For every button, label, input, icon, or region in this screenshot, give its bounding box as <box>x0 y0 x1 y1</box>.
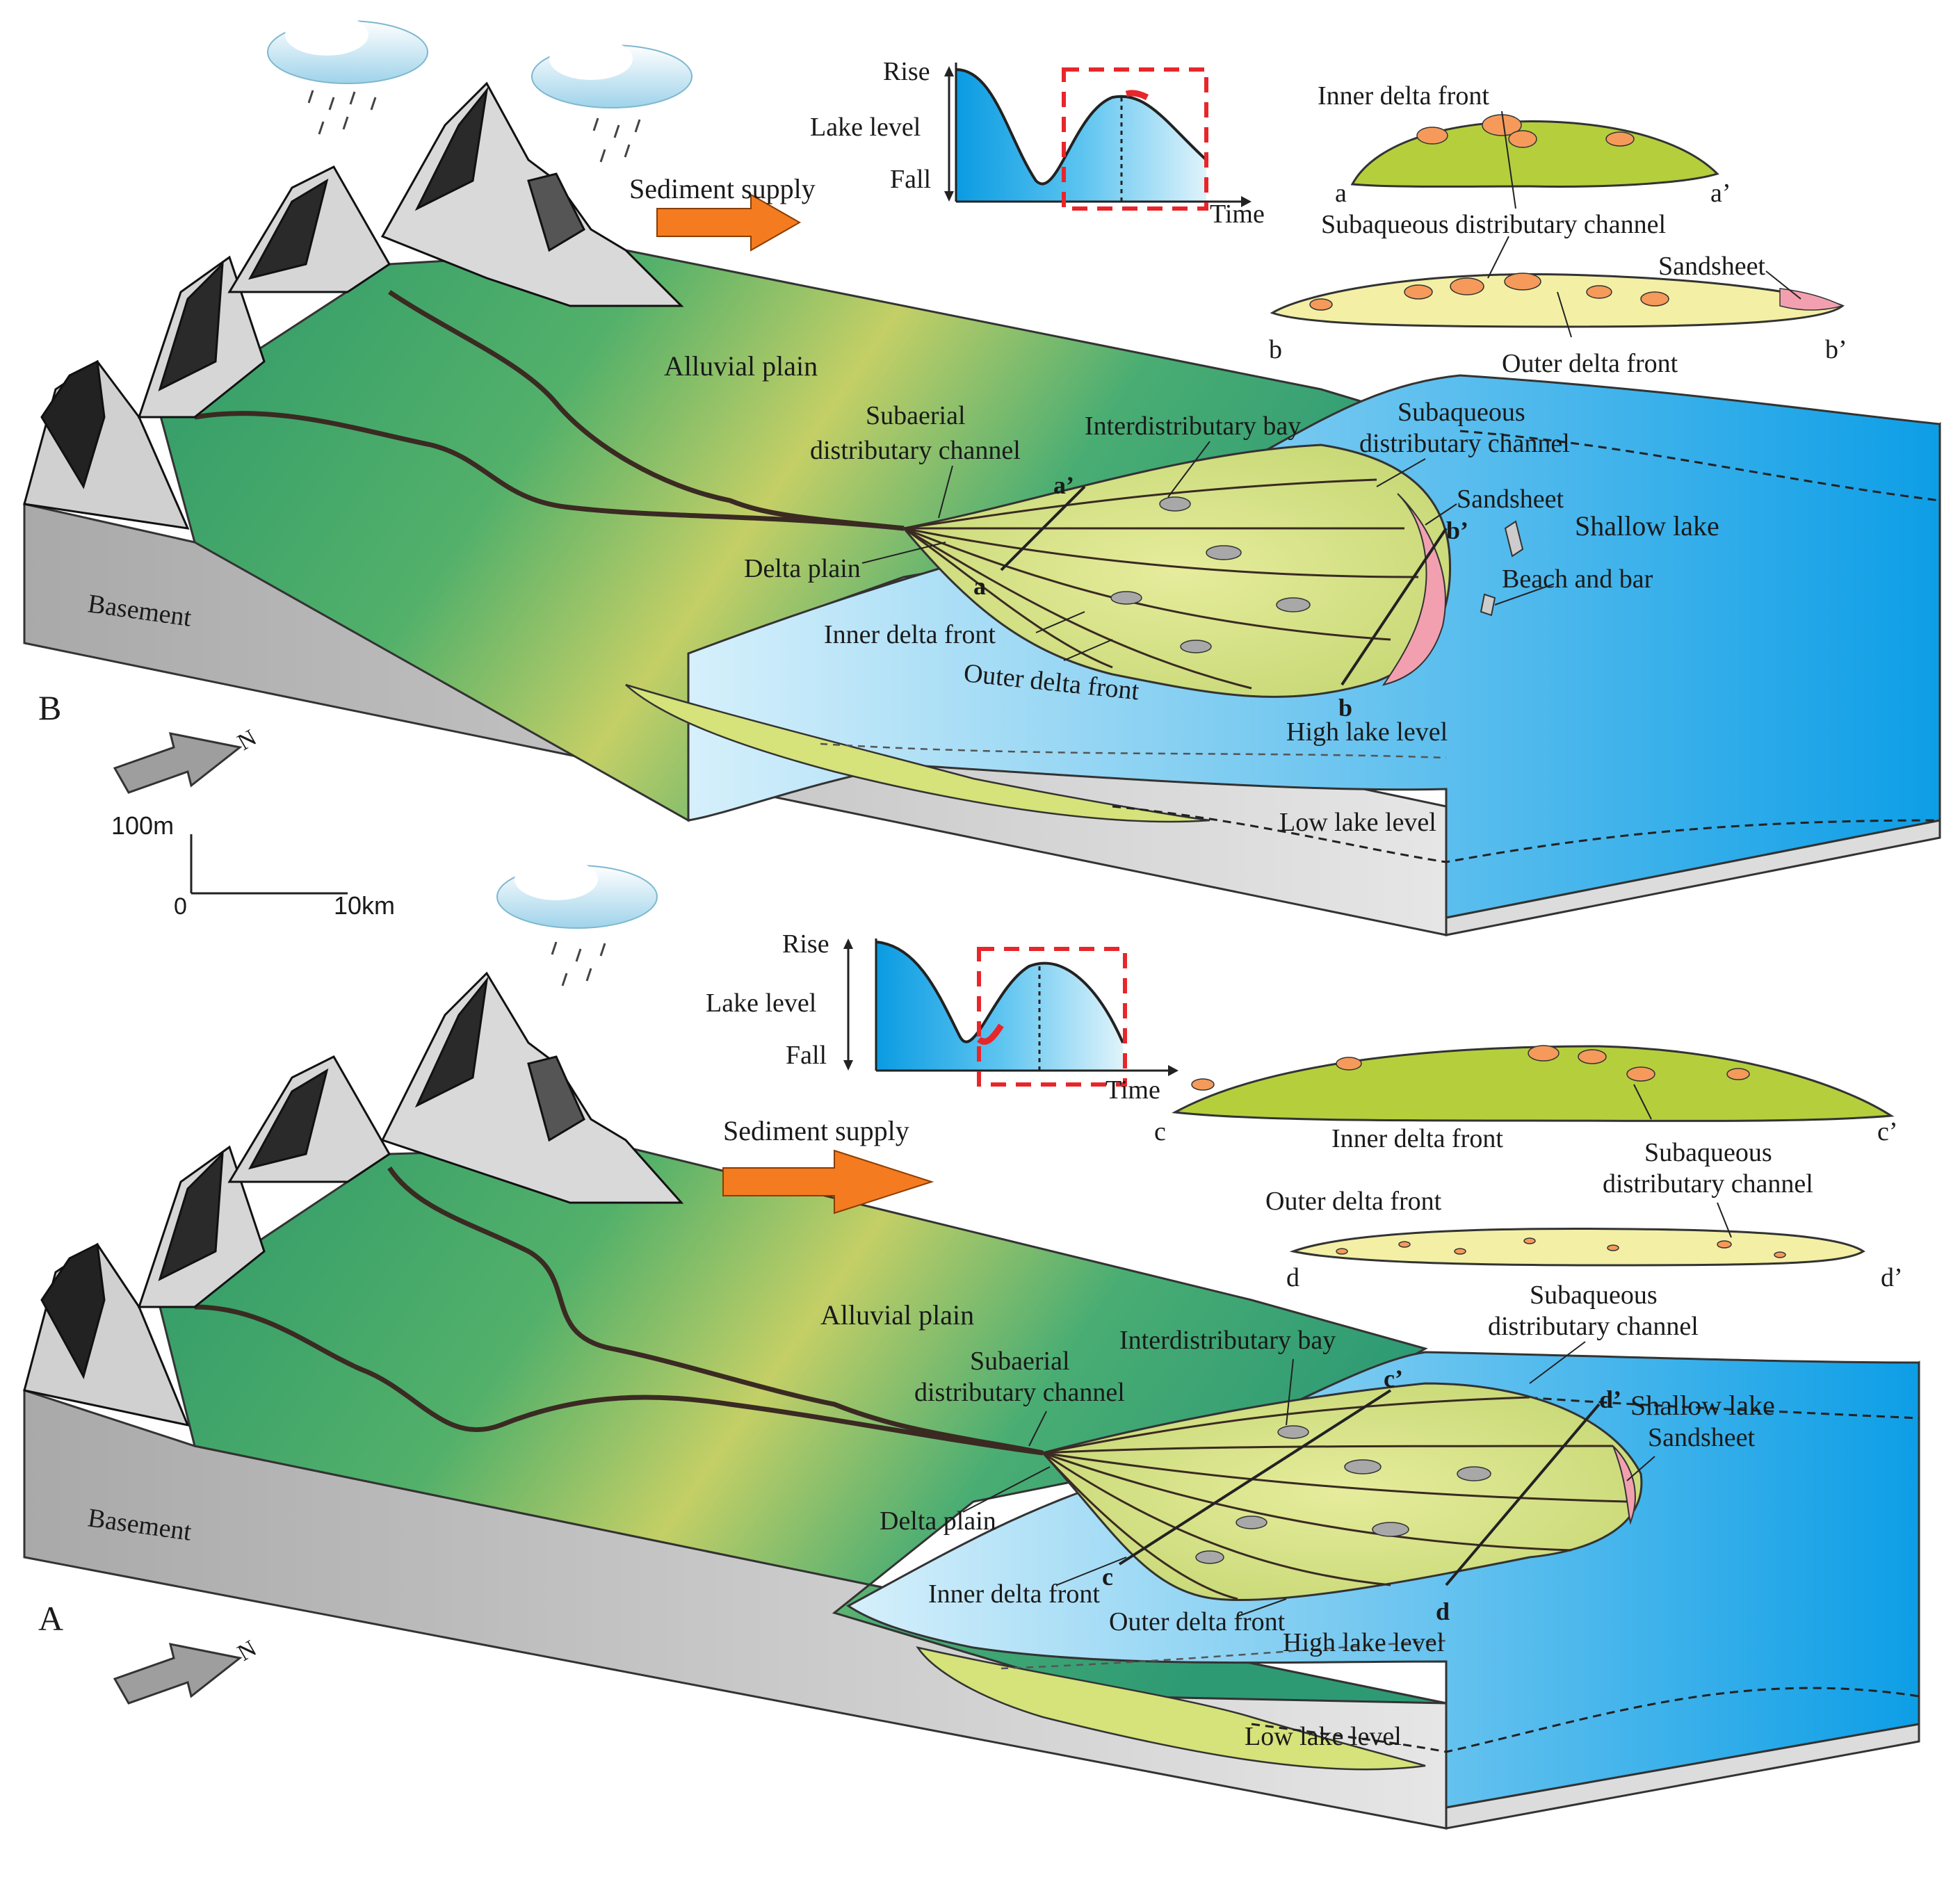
label-b-inner-delta-front: Inner delta front <box>824 620 996 649</box>
north-arrow-icon-a: N <box>113 1636 261 1705</box>
section-cc-channel-2: distributary channel <box>1603 1169 1813 1198</box>
section-aa-channel: Subaqueous distributary channel <box>1321 210 1666 239</box>
section-dd-outer: Outer delta front <box>1265 1187 1442 1216</box>
label-b-sandsheet: Sandsheet <box>1457 485 1564 514</box>
label-b-subaqueous-2: distributary channel <box>1359 429 1570 458</box>
label-b-point-b-prime: b’ <box>1446 517 1468 544</box>
section-dd-right: d’ <box>1881 1263 1903 1292</box>
section-cc-inner: Inner delta front <box>1331 1124 1503 1153</box>
sandsheet-rim-a <box>1612 1445 1636 1525</box>
scale-vertical-label: 100m <box>111 811 174 840</box>
label-a-interdistributary-bay: Interdistributary bay <box>1119 1326 1336 1355</box>
label-a-point-d: d <box>1436 1598 1450 1625</box>
section-cc-right: c’ <box>1877 1117 1898 1146</box>
curve-a-rise: Rise <box>782 929 829 959</box>
section-cc-channels <box>1191 1045 1750 1091</box>
section-cc-left: c <box>1154 1117 1166 1146</box>
interdistributary-bays-a <box>1195 1425 1491 1564</box>
section-dd-channels <box>1336 1237 1786 1258</box>
scale-bar: 100m 0 10km <box>111 811 395 920</box>
label-a-shallow-lake: Shallow lake <box>1630 1390 1775 1421</box>
section-bb-channels <box>1309 273 1669 311</box>
label-b-high-lake-level: High lake level <box>1286 717 1448 747</box>
channel-a-1 <box>387 1167 1044 1456</box>
distributary-network-a <box>1042 1396 1628 1600</box>
section-bb-left: b <box>1269 335 1282 364</box>
curve-b-time: Time <box>1210 200 1265 229</box>
channel-b-1 <box>388 290 905 531</box>
north-arrow-icon-b: N <box>113 725 261 794</box>
panel-b: B Rise Lake level Fall Time Sediment sup… <box>23 14 1941 936</box>
label-b-point-a-prime: a’ <box>1053 471 1074 499</box>
lake-level-curve-b <box>944 63 1252 211</box>
section-cc-channel-1: Subaqueous <box>1644 1138 1772 1167</box>
interdistributary-bays-b <box>1110 496 1311 653</box>
label-a-subaqueous-1: Subaqueous <box>1530 1281 1658 1310</box>
section-dd <box>1289 1227 1865 1267</box>
curve-a-lake-level: Lake level <box>706 989 816 1018</box>
section-aa-right: a’ <box>1710 179 1731 208</box>
label-b-interdistributary-bay: Interdistributary bay <box>1085 412 1301 441</box>
mountains-a <box>23 971 684 1427</box>
scale-origin-label: 0 <box>174 893 187 920</box>
panel-letter-b: B <box>38 688 61 727</box>
curve-b-fall: Fall <box>890 165 931 194</box>
sediment-supply-label-a: Sediment supply <box>723 1115 909 1146</box>
label-b-delta-plain: Delta plain <box>744 554 861 583</box>
section-aa-title: Inner delta front <box>1318 81 1489 111</box>
section-bb-right: b’ <box>1825 335 1847 364</box>
channel-b-2 <box>194 411 905 531</box>
label-a-subaerial-1: Subaerial <box>970 1347 1070 1376</box>
label-a-inner-delta-front: Inner delta front <box>928 1579 1100 1609</box>
label-b-subaqueous-1: Subaqueous <box>1398 398 1525 427</box>
label-b-low-lake-level: Low lake level <box>1279 808 1436 837</box>
svg-text:N: N <box>234 725 261 756</box>
curve-a-time: Time <box>1105 1075 1160 1105</box>
cloud-icon-a <box>496 859 658 986</box>
label-b-shallow-lake: Shallow lake <box>1575 510 1719 542</box>
label-a-point-c-prime: c’ <box>1384 1365 1403 1392</box>
label-a-point-d-prime: d’ <box>1599 1386 1621 1413</box>
panel-letter-a: A <box>38 1599 63 1638</box>
curve-b-rise: Rise <box>883 57 930 86</box>
label-b-beach-bar: Beach and bar <box>1502 564 1653 594</box>
label-b-point-a: a <box>973 572 986 600</box>
label-a-point-c: c <box>1102 1563 1113 1591</box>
label-a-delta-plain: Delta plain <box>880 1506 996 1536</box>
curve-a-fall: Fall <box>786 1041 827 1070</box>
label-b-alluvial-plain: Alluvial plain <box>664 350 818 382</box>
panel-a: A Rise Lake level Fall Time Sediment sup… <box>23 859 1920 1830</box>
label-a-low-lake-level: Low lake level <box>1245 1722 1402 1751</box>
label-a-alluvial-plain: Alluvial plain <box>820 1299 974 1331</box>
label-b-point-b: b <box>1338 694 1352 722</box>
section-bb-outer: Outer delta front <box>1502 349 1678 378</box>
lowstand-lobes-a <box>916 1646 1426 1771</box>
label-a-subaerial-2: distributary channel <box>914 1378 1125 1407</box>
section-aa <box>1350 120 1719 188</box>
curve-b-lake-level: Lake level <box>810 113 921 142</box>
label-b-subaerial-2: distributary channel <box>810 436 1021 465</box>
label-b-subaerial-1: Subaerial <box>866 401 966 430</box>
mountains-b <box>23 81 684 530</box>
label-a-subaqueous-2: distributary channel <box>1488 1312 1699 1341</box>
section-dd-left: d <box>1286 1263 1299 1292</box>
section-bb <box>1270 273 1845 328</box>
cloud-icon-b-1 <box>267 14 428 135</box>
label-a-outer-delta-front: Outer delta front <box>1109 1607 1286 1636</box>
sediment-supply-arrow-a <box>722 1149 934 1214</box>
label-a-high-lake-level: High lake level <box>1283 1628 1444 1657</box>
sandsheet-rim-b <box>1382 493 1446 686</box>
scale-horizontal-label: 10km <box>334 891 395 920</box>
section-bb-sandsheet: Sandsheet <box>1658 252 1766 281</box>
channel-a-2 <box>194 1304 1044 1456</box>
cloud-icon-b-2 <box>531 38 693 163</box>
section-aa-channels <box>1416 114 1635 148</box>
svg-text:N: N <box>234 1636 261 1666</box>
sediment-supply-label-b: Sediment supply <box>629 173 816 204</box>
lake-level-curve-a <box>843 939 1179 1087</box>
sediment-supply-arrow-b <box>656 193 802 252</box>
label-a-sandsheet: Sandsheet <box>1648 1423 1756 1452</box>
section-aa-left: a <box>1335 179 1347 208</box>
